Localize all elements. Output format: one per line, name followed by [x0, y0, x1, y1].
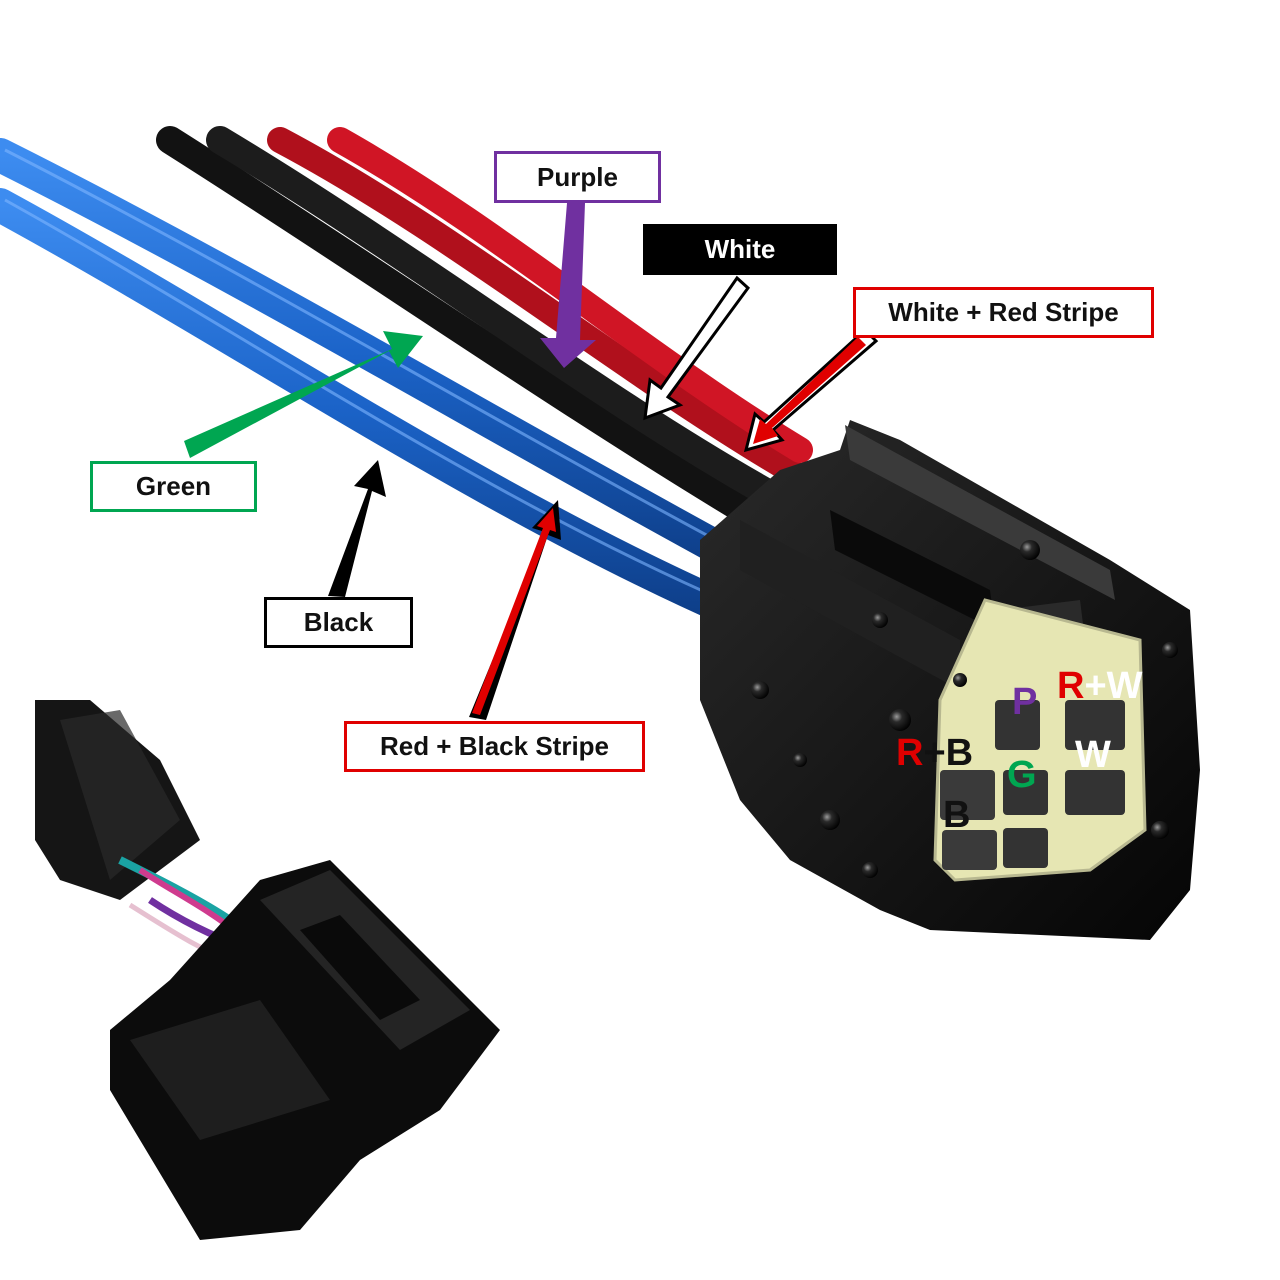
arrow-red-black-stripe [469, 500, 561, 720]
arrow-white-red-stripe [743, 327, 879, 453]
arrow-black [328, 460, 386, 597]
wire-red-1 [267, 127, 803, 483]
wire-black-2 [206, 126, 794, 514]
label-red-black-stripe-text: Red + Black Stripe [379, 731, 610, 761]
wire-black-1 [156, 126, 774, 534]
pin-rb-rest: +B [923, 732, 974, 774]
connector-inset [35, 700, 500, 1240]
wire-bundle [0, 126, 813, 627]
label-green: Green [90, 461, 257, 512]
pin-label-b: B [943, 796, 970, 834]
wire-blue-1 [0, 138, 757, 577]
pin-label-rb: R+B [896, 734, 973, 772]
pin-label-w: W [1075, 736, 1111, 774]
connector-main [700, 420, 1200, 940]
wire-blue-2 [0, 188, 747, 627]
label-white-red-stripe-text: White + Red Stripe [888, 297, 1119, 327]
label-white-red-stripe: White + Red Stripe [853, 287, 1154, 338]
arrow-purple [540, 203, 596, 368]
pin-b-letter: B [943, 794, 971, 836]
pin-rw-first: R [1057, 665, 1085, 707]
label-purple-text: Purple [537, 161, 618, 192]
pin-p-letter: P [1012, 681, 1038, 723]
pin-rb-first: R [896, 732, 924, 774]
label-white: White [643, 224, 837, 275]
pin-label-rw: R+W [1057, 667, 1143, 705]
label-green-text: Green [135, 471, 212, 501]
pin-rw-rest: +W [1084, 665, 1143, 707]
label-white-text: White [704, 234, 776, 264]
pin-label-p: P [1012, 683, 1037, 721]
arrow-green [184, 331, 423, 458]
label-black-text: Black [303, 607, 374, 637]
pin-w-letter: W [1075, 734, 1111, 776]
label-red-black-stripe: Red + Black Stripe [344, 721, 645, 772]
label-purple: Purple [494, 151, 661, 203]
pin-label-g: G [1007, 756, 1037, 794]
pin-g-letter: G [1007, 754, 1037, 796]
label-black: Black [264, 597, 413, 648]
arrow-white [643, 275, 751, 421]
